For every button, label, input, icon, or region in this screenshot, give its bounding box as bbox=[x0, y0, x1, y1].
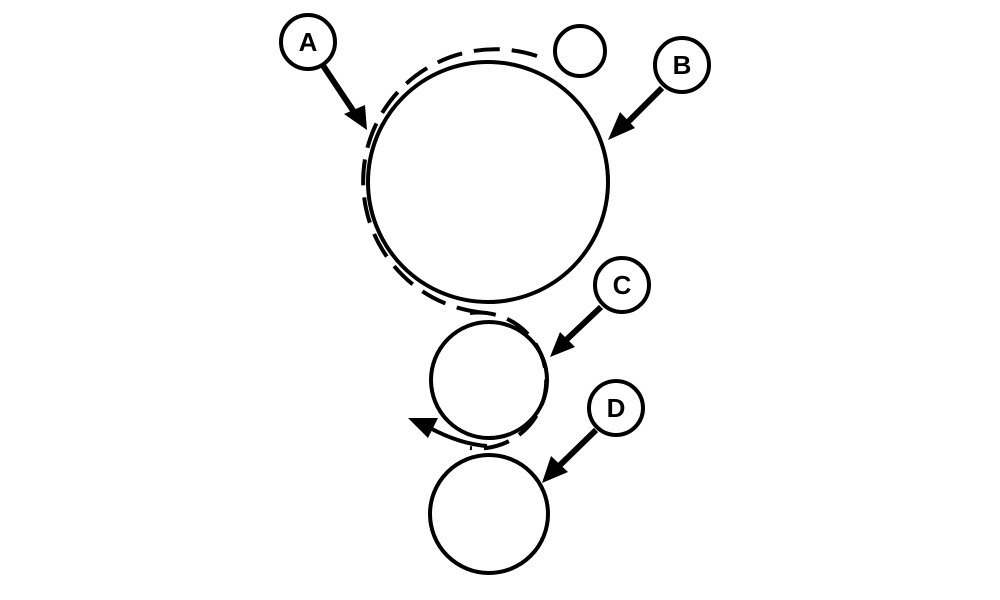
callout-c: C bbox=[550, 256, 651, 357]
lower-roller bbox=[428, 453, 550, 575]
large-roller bbox=[366, 60, 610, 304]
callout-label-a: A bbox=[299, 27, 318, 57]
direction-arrowhead bbox=[408, 418, 438, 438]
callout-label-d: D bbox=[607, 393, 626, 423]
belt-path-upper bbox=[361, 47, 538, 315]
callout-a: A bbox=[279, 13, 367, 130]
callout-label-c: C bbox=[613, 270, 632, 300]
callout-d: D bbox=[542, 379, 645, 483]
middle-roller bbox=[429, 320, 549, 440]
callout-b: B bbox=[608, 36, 711, 140]
direction-arrow bbox=[429, 426, 488, 448]
callout-label-b: B bbox=[673, 50, 692, 80]
belt-path-lower bbox=[469, 310, 549, 451]
small-idler bbox=[553, 24, 607, 78]
